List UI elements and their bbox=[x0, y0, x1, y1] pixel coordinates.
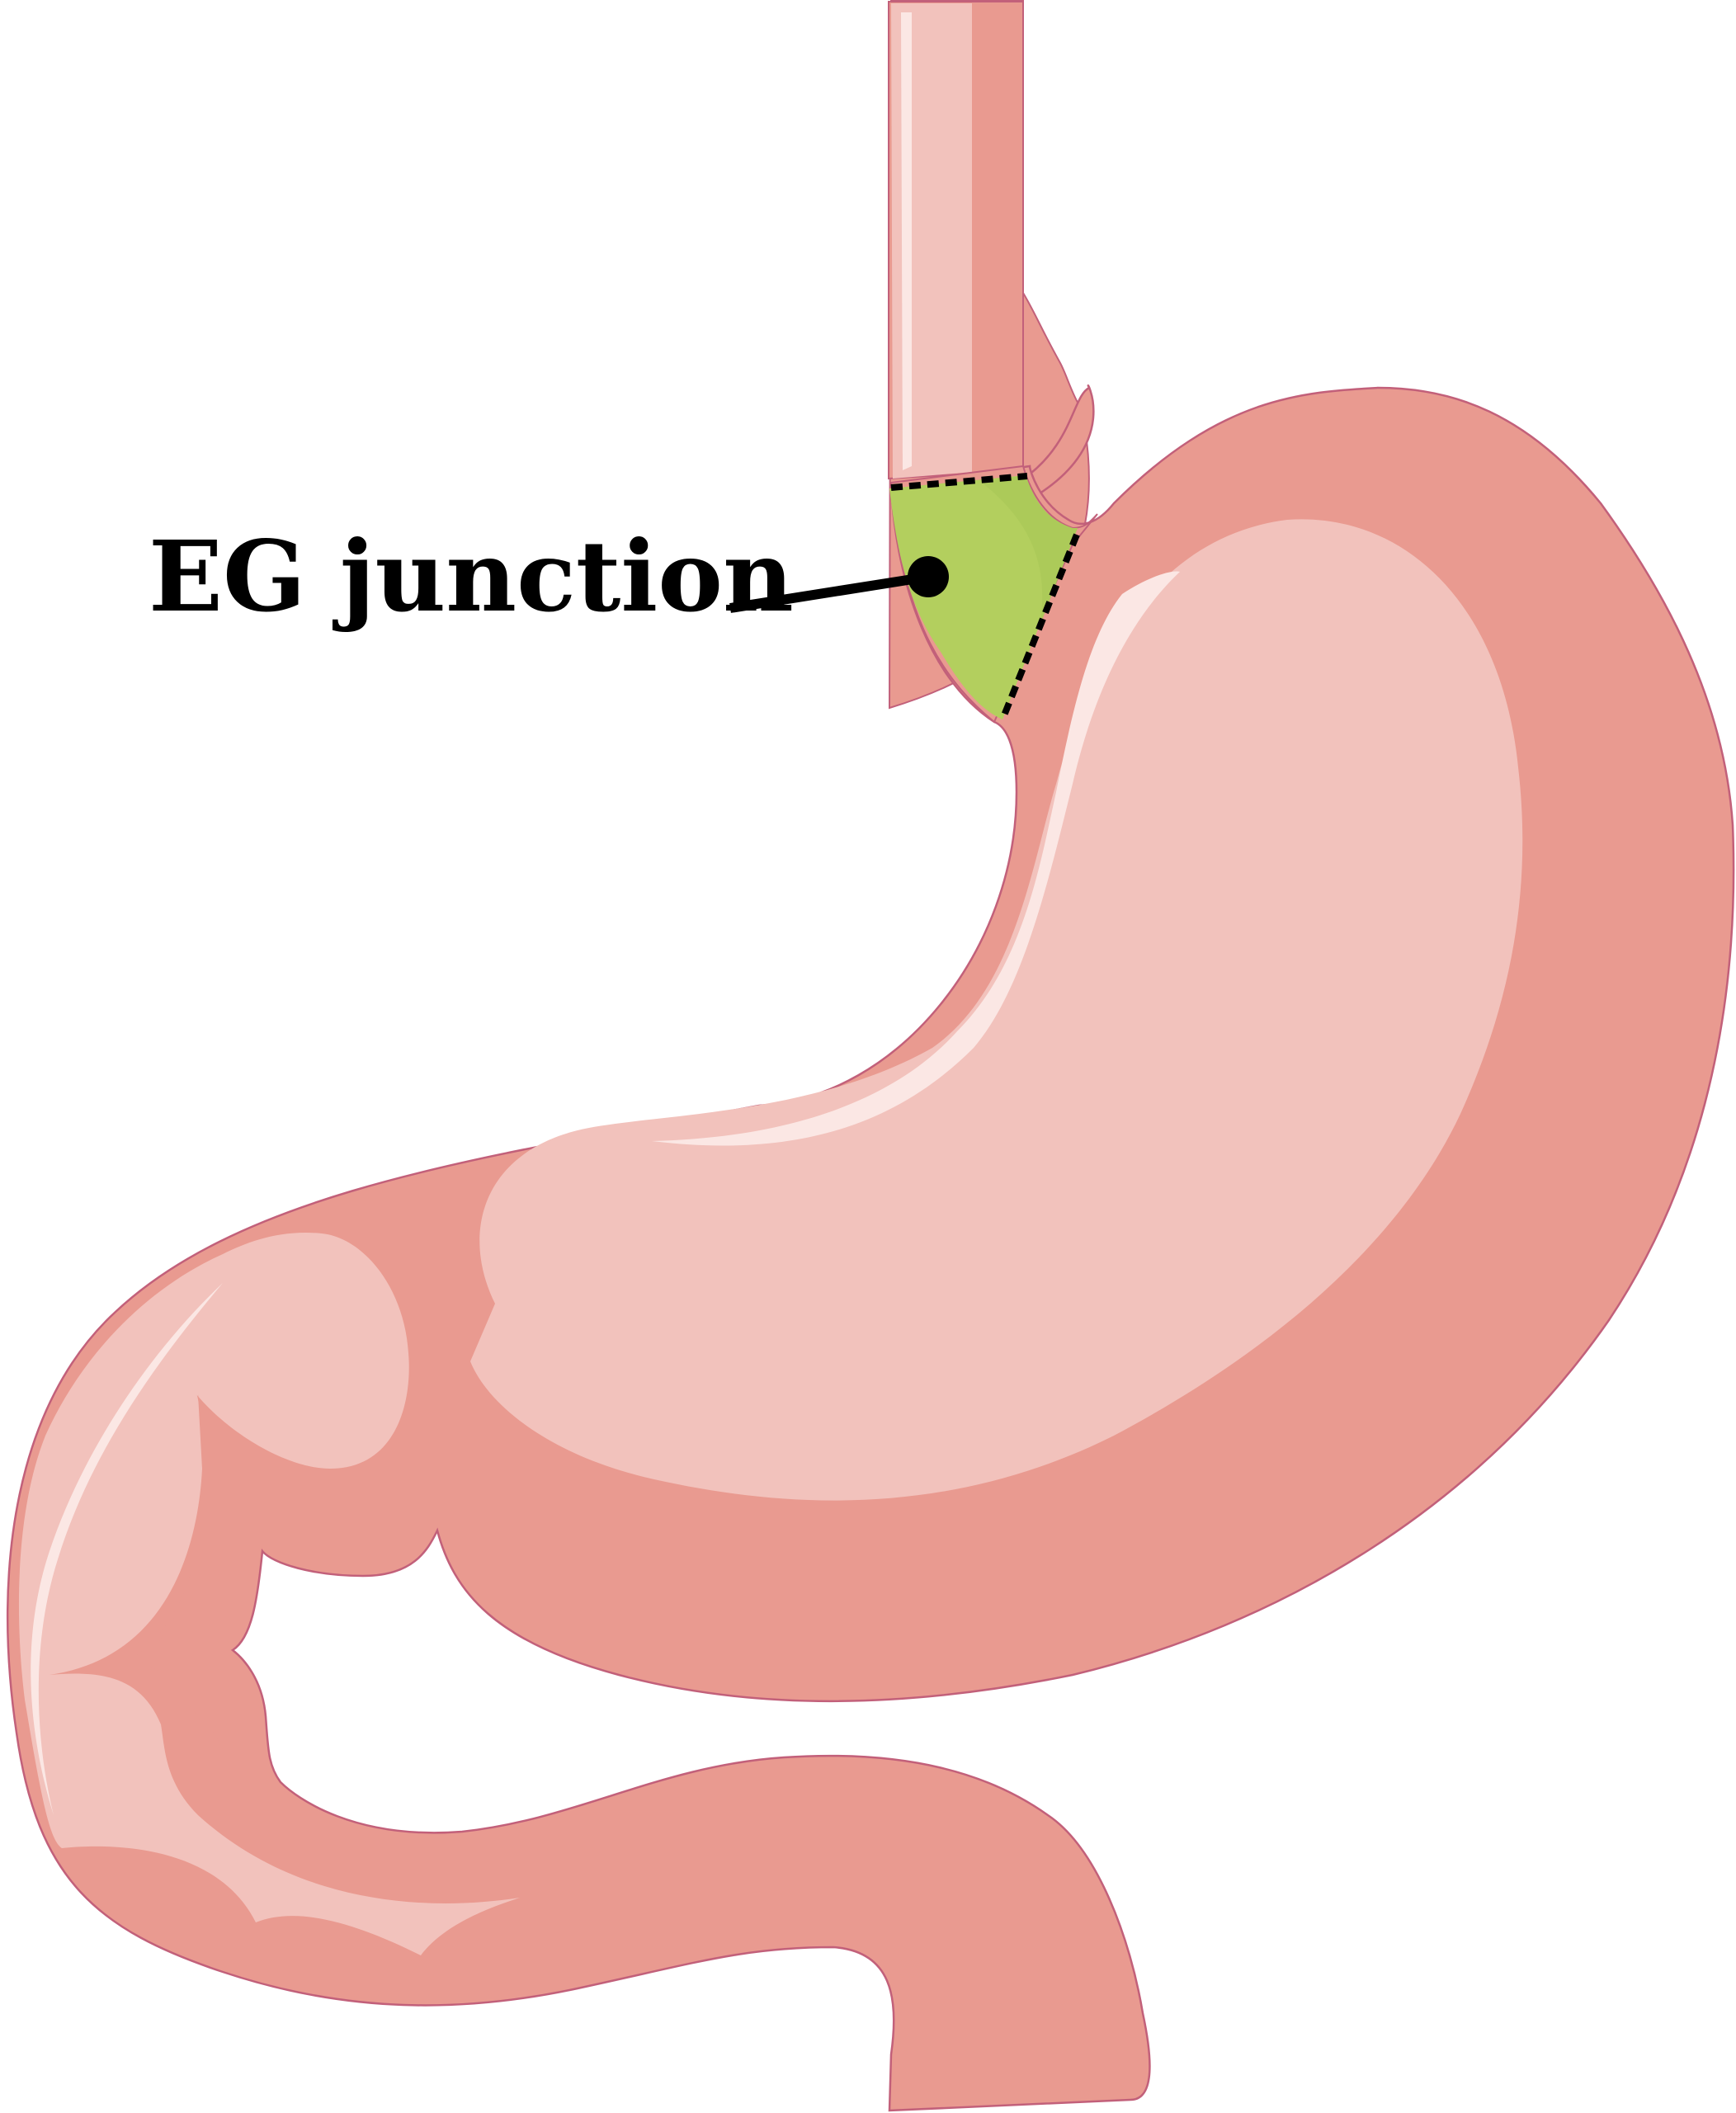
curvature-highlight bbox=[652, 571, 1180, 1146]
eg-junction-pointer-dot bbox=[908, 556, 949, 597]
esophagus-highlight bbox=[901, 12, 912, 470]
eg-junction-label: EG junction bbox=[149, 519, 794, 634]
antrum-inner-light bbox=[18, 1233, 521, 1955]
eg-junction-upper-boundary bbox=[890, 473, 1028, 491]
eg-junction-lower-boundary bbox=[999, 533, 1080, 721]
eg-junction-leader-line bbox=[729, 572, 929, 613]
stomach-main bbox=[1020, 384, 1095, 506]
